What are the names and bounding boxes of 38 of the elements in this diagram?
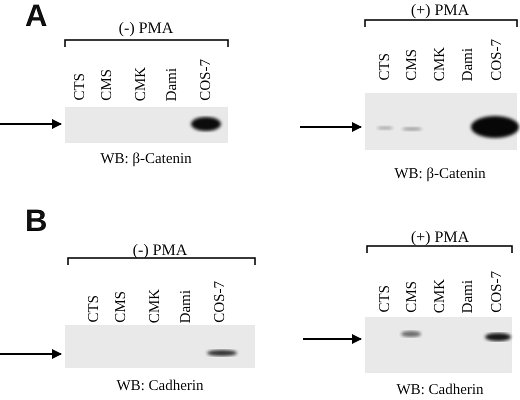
lane-label: CMS bbox=[404, 281, 420, 313]
arrow bbox=[0, 349, 62, 359]
blot-caption: WB: Cadherin bbox=[396, 382, 484, 399]
blot-caption: WB: Cadherin bbox=[116, 378, 204, 395]
lane-label: COS-7 bbox=[489, 271, 505, 313]
arrow bbox=[303, 334, 362, 344]
condition-header: (+) PMA bbox=[410, 2, 470, 20]
lane-label: Dami bbox=[178, 290, 194, 323]
lane-label: CMS bbox=[404, 49, 420, 81]
lane-label: COS-7 bbox=[198, 59, 214, 101]
lane-label: CTS bbox=[72, 73, 88, 101]
western-blot-picture bbox=[365, 317, 512, 373]
lane-label: COS-7 bbox=[212, 281, 228, 323]
lane-label: Dami bbox=[460, 48, 476, 81]
western-blot-picture bbox=[65, 325, 255, 368]
western-blot-picture bbox=[65, 107, 228, 143]
condition-header: (+) PMA bbox=[410, 229, 470, 247]
lane-label: COS-7 bbox=[489, 39, 505, 81]
lane-label: CTS bbox=[377, 53, 393, 81]
lane-label: CTS bbox=[377, 285, 393, 313]
blot-caption: WB: β-Catenin bbox=[100, 151, 192, 168]
condition-header: (-) PMA bbox=[118, 20, 174, 38]
lane-label: CMK bbox=[432, 46, 448, 81]
arrow bbox=[300, 122, 362, 132]
lane-label: CMK bbox=[133, 66, 149, 101]
arrow bbox=[0, 119, 62, 129]
lane-label: Dami bbox=[164, 68, 180, 101]
lane-label: CMK bbox=[432, 278, 448, 313]
condition-header: (-) PMA bbox=[132, 242, 188, 260]
lane-label: CMS bbox=[113, 291, 129, 323]
panel-letter: A bbox=[25, 0, 48, 31]
blot-caption: WB: β-Catenin bbox=[394, 166, 486, 183]
lane-label: CTS bbox=[86, 295, 102, 323]
lane-label: CMS bbox=[99, 69, 115, 101]
lane-label: CMK bbox=[147, 288, 163, 323]
western-blot-picture bbox=[365, 93, 519, 150]
panel-letter: B bbox=[25, 205, 48, 236]
lane-label: Dami bbox=[460, 280, 476, 313]
